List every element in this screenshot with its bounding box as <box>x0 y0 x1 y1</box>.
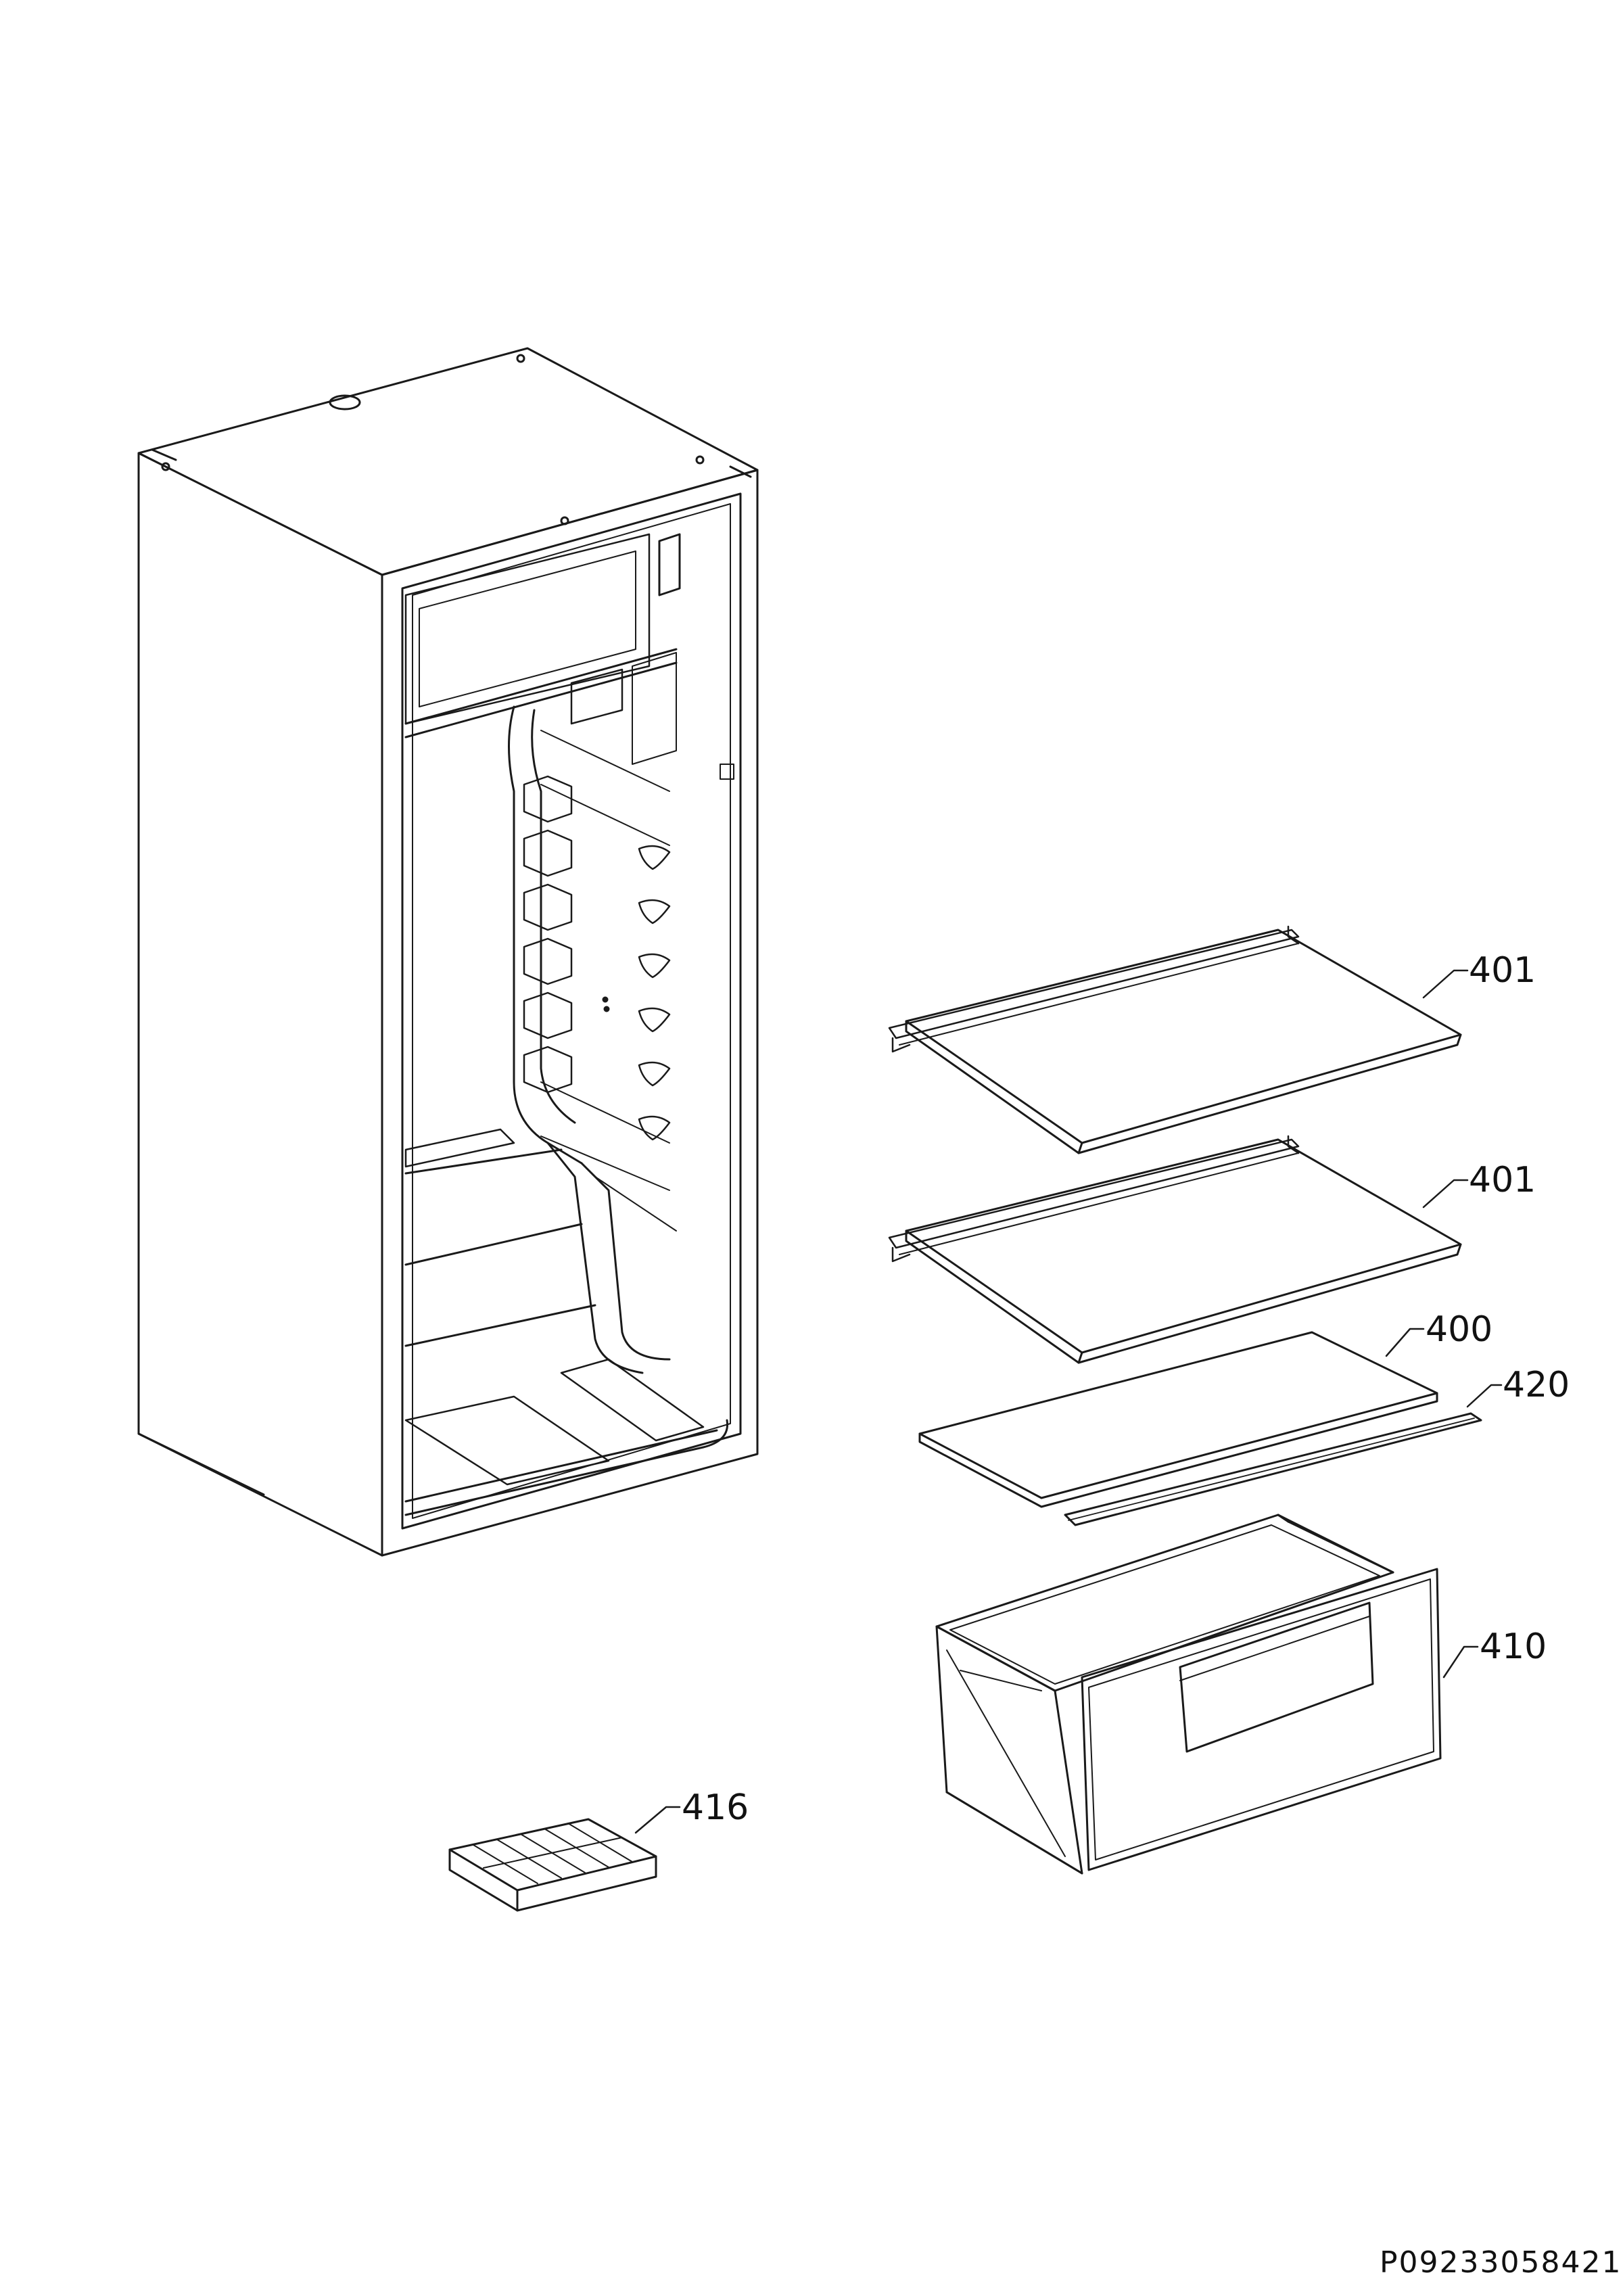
refrigerator-cabinet <box>137 347 759 1557</box>
callout-label-401-upper: 401 <box>1469 950 1536 991</box>
ice-tray <box>448 1818 657 1912</box>
callout-401-upper: 401 <box>1422 950 1536 999</box>
shelf-upper <box>888 925 1462 1154</box>
callout-400: 400 <box>1385 1309 1492 1357</box>
callout-label-416: 416 <box>682 1787 749 1828</box>
trim-strip <box>1064 1412 1482 1526</box>
callout-410: 410 <box>1442 1626 1547 1679</box>
callout-label-400: 400 <box>1426 1309 1492 1350</box>
callout-label-401-middle: 401 <box>1469 1160 1536 1200</box>
callout-416: 416 <box>634 1787 749 1834</box>
shelf-middle <box>888 1135 1462 1364</box>
document-id: P09233058421 <box>1380 2245 1622 2280</box>
callout-label-410: 410 <box>1480 1626 1547 1667</box>
callout-label-420: 420 <box>1503 1365 1570 1405</box>
glass-plate <box>918 1331 1438 1508</box>
callout-401-middle: 401 <box>1422 1160 1536 1209</box>
callout-420: 420 <box>1466 1365 1570 1408</box>
crisper-drawer <box>935 1514 1442 1875</box>
